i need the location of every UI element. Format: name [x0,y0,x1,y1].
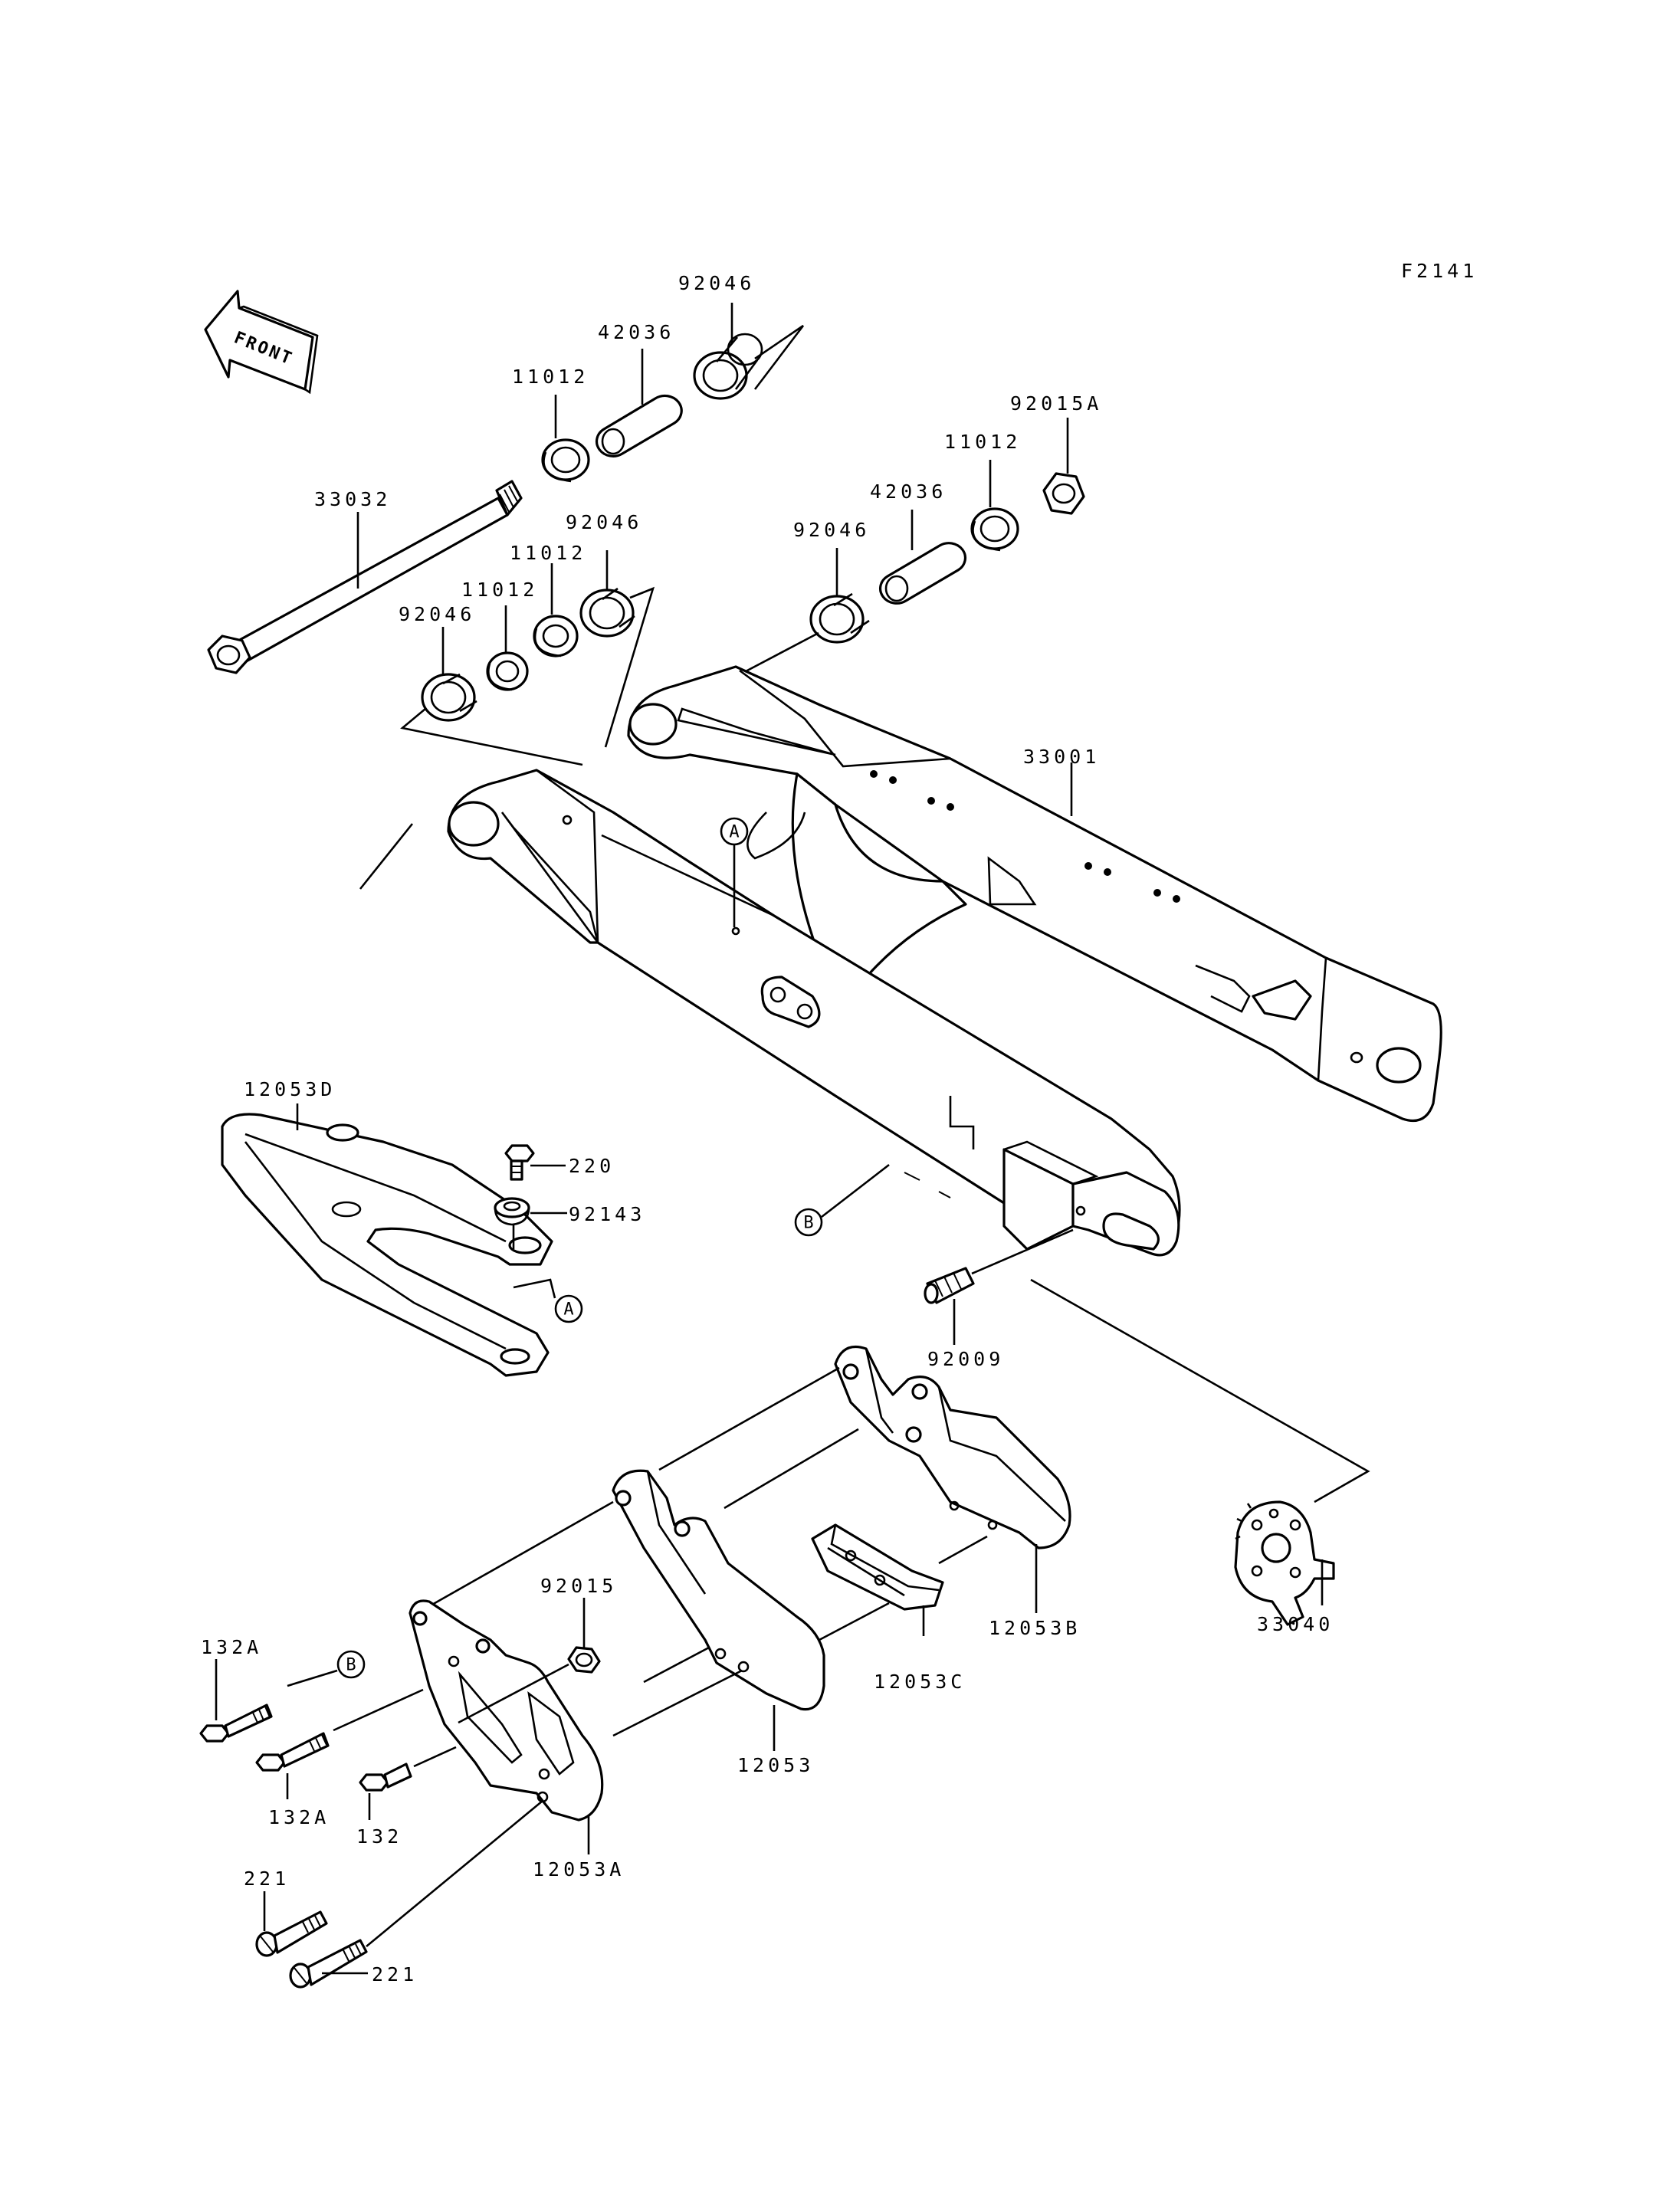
swingarm-33001 [447,665,1442,1257]
label-11012-right: 11012 [944,431,1021,453]
collar-92143 [494,1197,530,1226]
label-132A-lower: 132A [268,1806,330,1828]
label-12053: 12053 [737,1754,814,1776]
label-92046-left: 92046 [399,603,475,625]
label-92046-top: 92046 [678,272,755,294]
bearing-92046-left [421,673,477,722]
svg-text:A: A [563,1300,573,1320]
label-12053A: 12053A [533,1858,625,1881]
front-arrow-icon: FRONT [204,290,319,395]
label-11012-top: 11012 [512,366,589,388]
label-33032: 33032 [314,488,391,510]
guide-block-12053C [811,1523,944,1611]
label-92015A: 92015A [1010,392,1102,415]
label-132: 132 [356,1825,402,1848]
label-12053D: 12053D [244,1078,336,1100]
label-42036-right: 42036 [870,480,947,503]
nut-92015A [1042,472,1085,515]
chain-adjuster-plate-33040 [1234,1500,1335,1626]
label-220: 220 [569,1155,615,1177]
screw-221-lower [289,1939,368,1989]
seal-11012-right [970,507,1019,552]
screw-220 [504,1144,535,1181]
bearing-92046-mid [579,587,635,638]
collar-42036-top [596,394,683,457]
label-12053C: 12053C [874,1671,966,1693]
chain-guard-12053A [409,1599,604,1822]
bolt-132A-upper [199,1703,273,1743]
seal-11012-mid [533,615,579,657]
bearing-92046-top [693,333,763,400]
label-11012-mid: 11012 [510,542,586,564]
label-221-upper: 221 [244,1867,290,1890]
label-92143: 92143 [569,1203,645,1225]
chain-guide-12053B [834,1345,1071,1549]
label-92046-right: 92046 [793,519,870,541]
label-12053B: 12053B [989,1617,1081,1639]
stud-92009 [924,1267,975,1304]
label-221-lower: 221 [372,1963,418,1985]
label-92015: 92015 [540,1575,617,1597]
bolt-132A-lower [255,1732,330,1772]
screw-221-upper [255,1910,328,1957]
ref-marker-b-swingarm: B [794,1208,823,1237]
nut-92015 [567,1646,601,1674]
label-132A-upper: 132A [201,1636,262,1658]
figure-code: F2141 [1401,260,1478,282]
label-92009: 92009 [927,1348,1004,1370]
label-92046-mid: 92046 [566,511,642,533]
bolt-132 [359,1763,412,1792]
label-42036-top: 42036 [598,321,674,343]
chain-guide-12053 [612,1469,825,1711]
seal-11012-top [541,438,590,483]
ref-marker-a-chain-slider: A [554,1294,583,1323]
label-33001: 33001 [1023,746,1100,768]
label-33040: 33040 [1257,1613,1334,1635]
ref-marker-a-top: A [720,817,749,846]
chain-slider-12053D [221,1113,553,1377]
seal-11012-left [486,651,529,691]
pivot-shaft-33032 [207,480,523,674]
ref-marker-b-guard: B [336,1650,366,1679]
svg-text:B: B [803,1214,813,1233]
label-11012-left: 11012 [461,579,538,601]
collar-42036-right [879,542,966,605]
svg-text:A: A [729,823,739,842]
bearing-92046-right [809,592,870,644]
svg-text:B: B [346,1656,356,1675]
